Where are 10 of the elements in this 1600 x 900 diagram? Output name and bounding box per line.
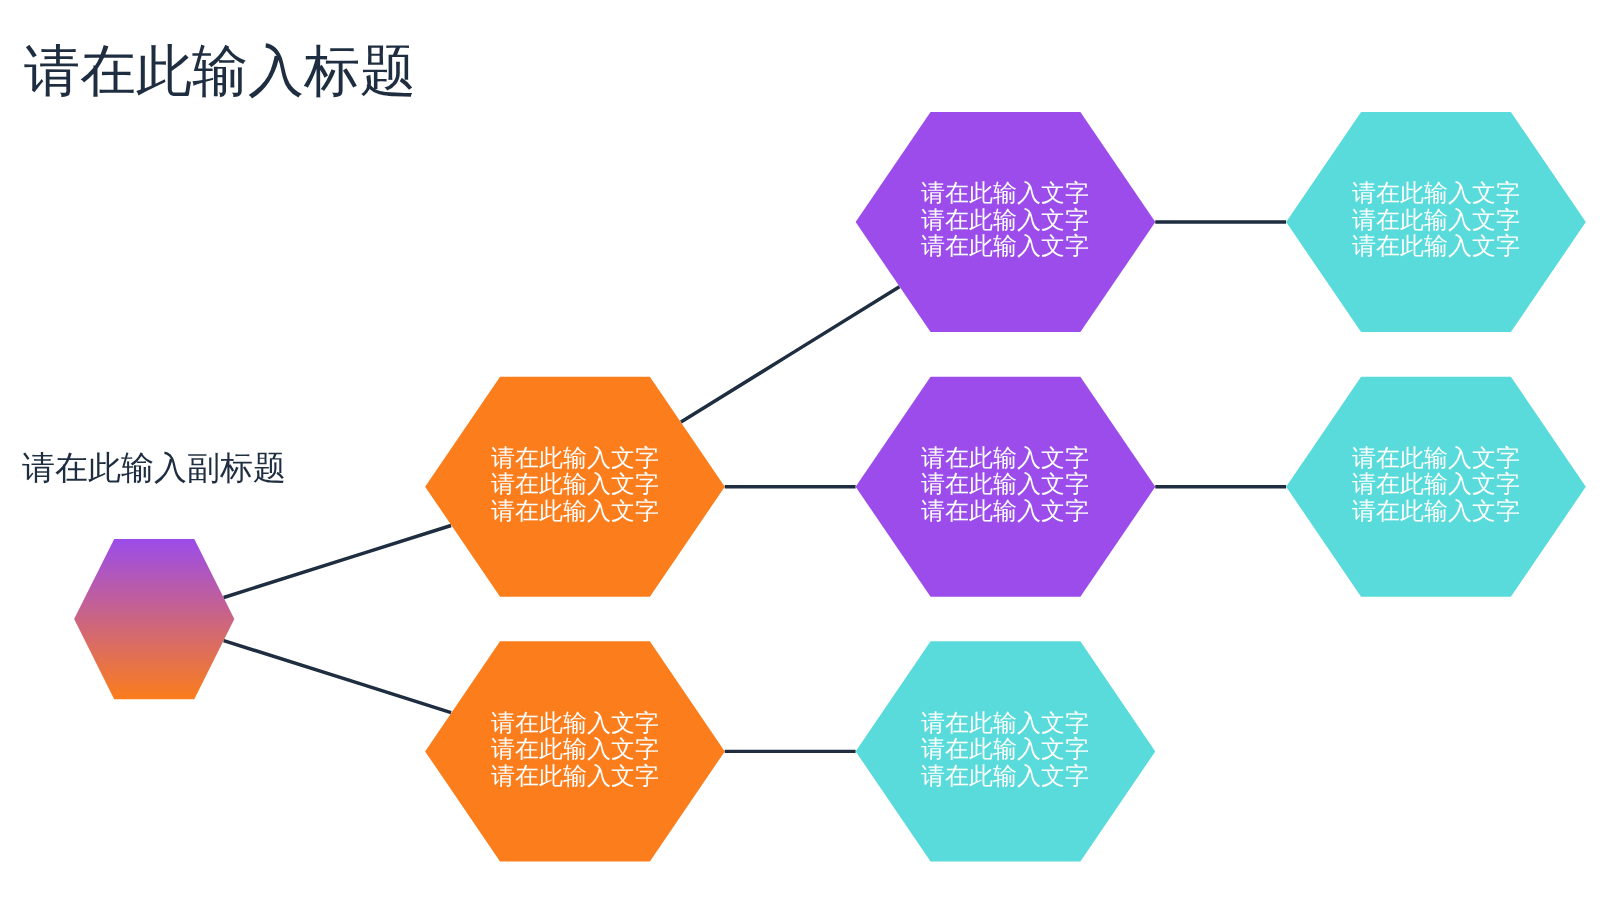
- diagram-title: 请在此输入标题: [23, 37, 416, 103]
- connector: [724, 484, 856, 488]
- node-hexagon: [74, 538, 235, 699]
- connector: [223, 523, 452, 599]
- connector: [223, 638, 452, 714]
- connector: [1155, 484, 1287, 488]
- connector: [724, 749, 856, 753]
- connector: [680, 284, 901, 423]
- connector: [1155, 219, 1287, 224]
- label: 请在此输入副标题: [22, 447, 287, 487]
